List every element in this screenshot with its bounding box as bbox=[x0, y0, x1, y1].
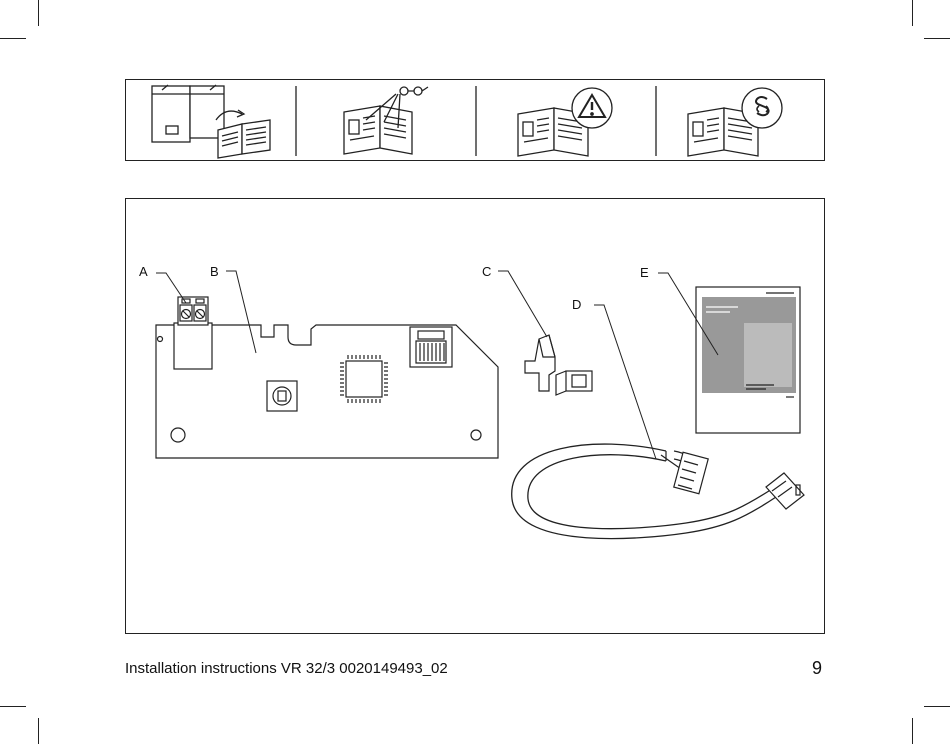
figure-label-c: C bbox=[482, 264, 491, 279]
figure-label-e: E bbox=[640, 265, 649, 280]
crop-mark bbox=[38, 718, 39, 744]
crop-mark bbox=[0, 38, 26, 39]
document-title: Installation instructions VR 32/3 002014… bbox=[125, 660, 448, 677]
read-boiler-manual-icon bbox=[152, 85, 270, 158]
manual-document bbox=[696, 287, 800, 433]
read-manual-glasses-icon bbox=[344, 87, 428, 154]
read-manual-regulations-icon bbox=[688, 88, 782, 156]
figure-label-d: D bbox=[572, 297, 581, 312]
figure-label-a: A bbox=[139, 264, 148, 279]
cable-harness bbox=[512, 444, 804, 539]
crop-mark bbox=[0, 706, 26, 707]
component-figure: A B C D E bbox=[125, 198, 825, 634]
read-manual-warning-icon bbox=[518, 88, 612, 156]
page-number: 9 bbox=[812, 658, 822, 679]
crop-mark bbox=[912, 0, 913, 26]
icon-strip bbox=[125, 79, 825, 161]
crop-mark bbox=[924, 38, 950, 39]
figure-label-b: B bbox=[210, 264, 219, 279]
circuit-board bbox=[156, 297, 498, 458]
connector-piece bbox=[525, 335, 592, 395]
crop-mark bbox=[38, 0, 39, 26]
crop-mark bbox=[924, 706, 950, 707]
crop-mark bbox=[912, 718, 913, 744]
